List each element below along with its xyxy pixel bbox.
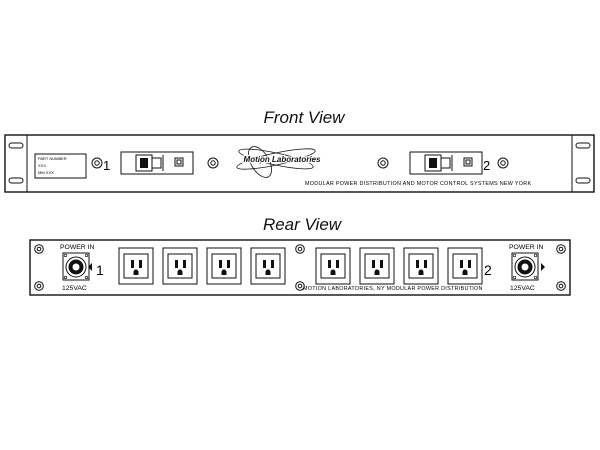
power-outlet-3[interactable] bbox=[206, 247, 242, 285]
voltage-label-1: 125VAC bbox=[62, 285, 87, 292]
front-screw-mid-right bbox=[377, 157, 389, 169]
front-view-title: Front View bbox=[263, 108, 345, 127]
front-screw-left bbox=[91, 157, 103, 169]
front-screw-right bbox=[497, 157, 509, 169]
logo-text: Motion Laboratories bbox=[244, 155, 321, 164]
front-tagline: MODULAR POWER DISTRIBUTION AND MOTOR CON… bbox=[305, 181, 531, 187]
rear-panel: POWER IN 125VAC 1 POWER IN bbox=[29, 239, 571, 296]
power-outlet-8[interactable] bbox=[447, 247, 483, 285]
label-plate-line-3: MM XXX bbox=[38, 170, 54, 175]
circuit-breaker-1[interactable] bbox=[120, 151, 194, 175]
front-screw-mid-left bbox=[207, 157, 219, 169]
rear-screw-tr bbox=[556, 244, 566, 254]
power-inlet-1[interactable] bbox=[62, 252, 92, 281]
front-mount-slot-bl bbox=[8, 177, 24, 184]
rear-screw-tl bbox=[34, 244, 44, 254]
power-outlet-5[interactable] bbox=[315, 247, 351, 285]
power-outlet-1[interactable] bbox=[118, 247, 154, 285]
label-plate-line-1: PART NUMBER bbox=[38, 156, 67, 161]
power-outlet-6[interactable] bbox=[359, 247, 395, 285]
power-inlet-2[interactable] bbox=[511, 252, 545, 281]
power-in-label-1: POWER IN bbox=[60, 244, 94, 251]
circuit-breaker-2[interactable] bbox=[409, 151, 483, 175]
part-number-label-plate bbox=[34, 153, 87, 179]
front-mount-slot-tr bbox=[575, 142, 591, 149]
front-panel-outline bbox=[4, 134, 595, 193]
input-1-number: 1 bbox=[96, 262, 104, 278]
rear-screw-bl bbox=[34, 281, 44, 291]
power-outlet-7[interactable] bbox=[403, 247, 439, 285]
breaker-2-number: 2 bbox=[483, 158, 490, 173]
front-mount-slot-tl bbox=[8, 142, 24, 149]
rear-screw-top-center bbox=[295, 244, 305, 254]
outlet-group bbox=[118, 247, 483, 285]
label-plate-line-2: XXX bbox=[38, 163, 46, 168]
power-outlet-4[interactable] bbox=[250, 247, 286, 285]
rear-view-title: Rear View bbox=[262, 215, 342, 234]
input-2-number: 2 bbox=[484, 262, 492, 278]
breaker-1-number: 1 bbox=[103, 158, 110, 173]
front-mount-slot-br bbox=[575, 177, 591, 184]
power-in-label-2: POWER IN bbox=[509, 244, 543, 251]
rear-tagline: MOTION LABORATORIES, NY MODULAR POWER DI… bbox=[303, 286, 483, 292]
voltage-label-2: 125VAC bbox=[510, 285, 535, 292]
rear-screw-br bbox=[556, 281, 566, 291]
rear-screw-bottom-center bbox=[295, 281, 305, 291]
front-panel: PART NUMBER XXX MM XXX 1 bbox=[4, 134, 595, 193]
motion-laboratories-logo: Motion Laboratories bbox=[236, 146, 322, 178]
power-outlet-2[interactable] bbox=[162, 247, 198, 285]
